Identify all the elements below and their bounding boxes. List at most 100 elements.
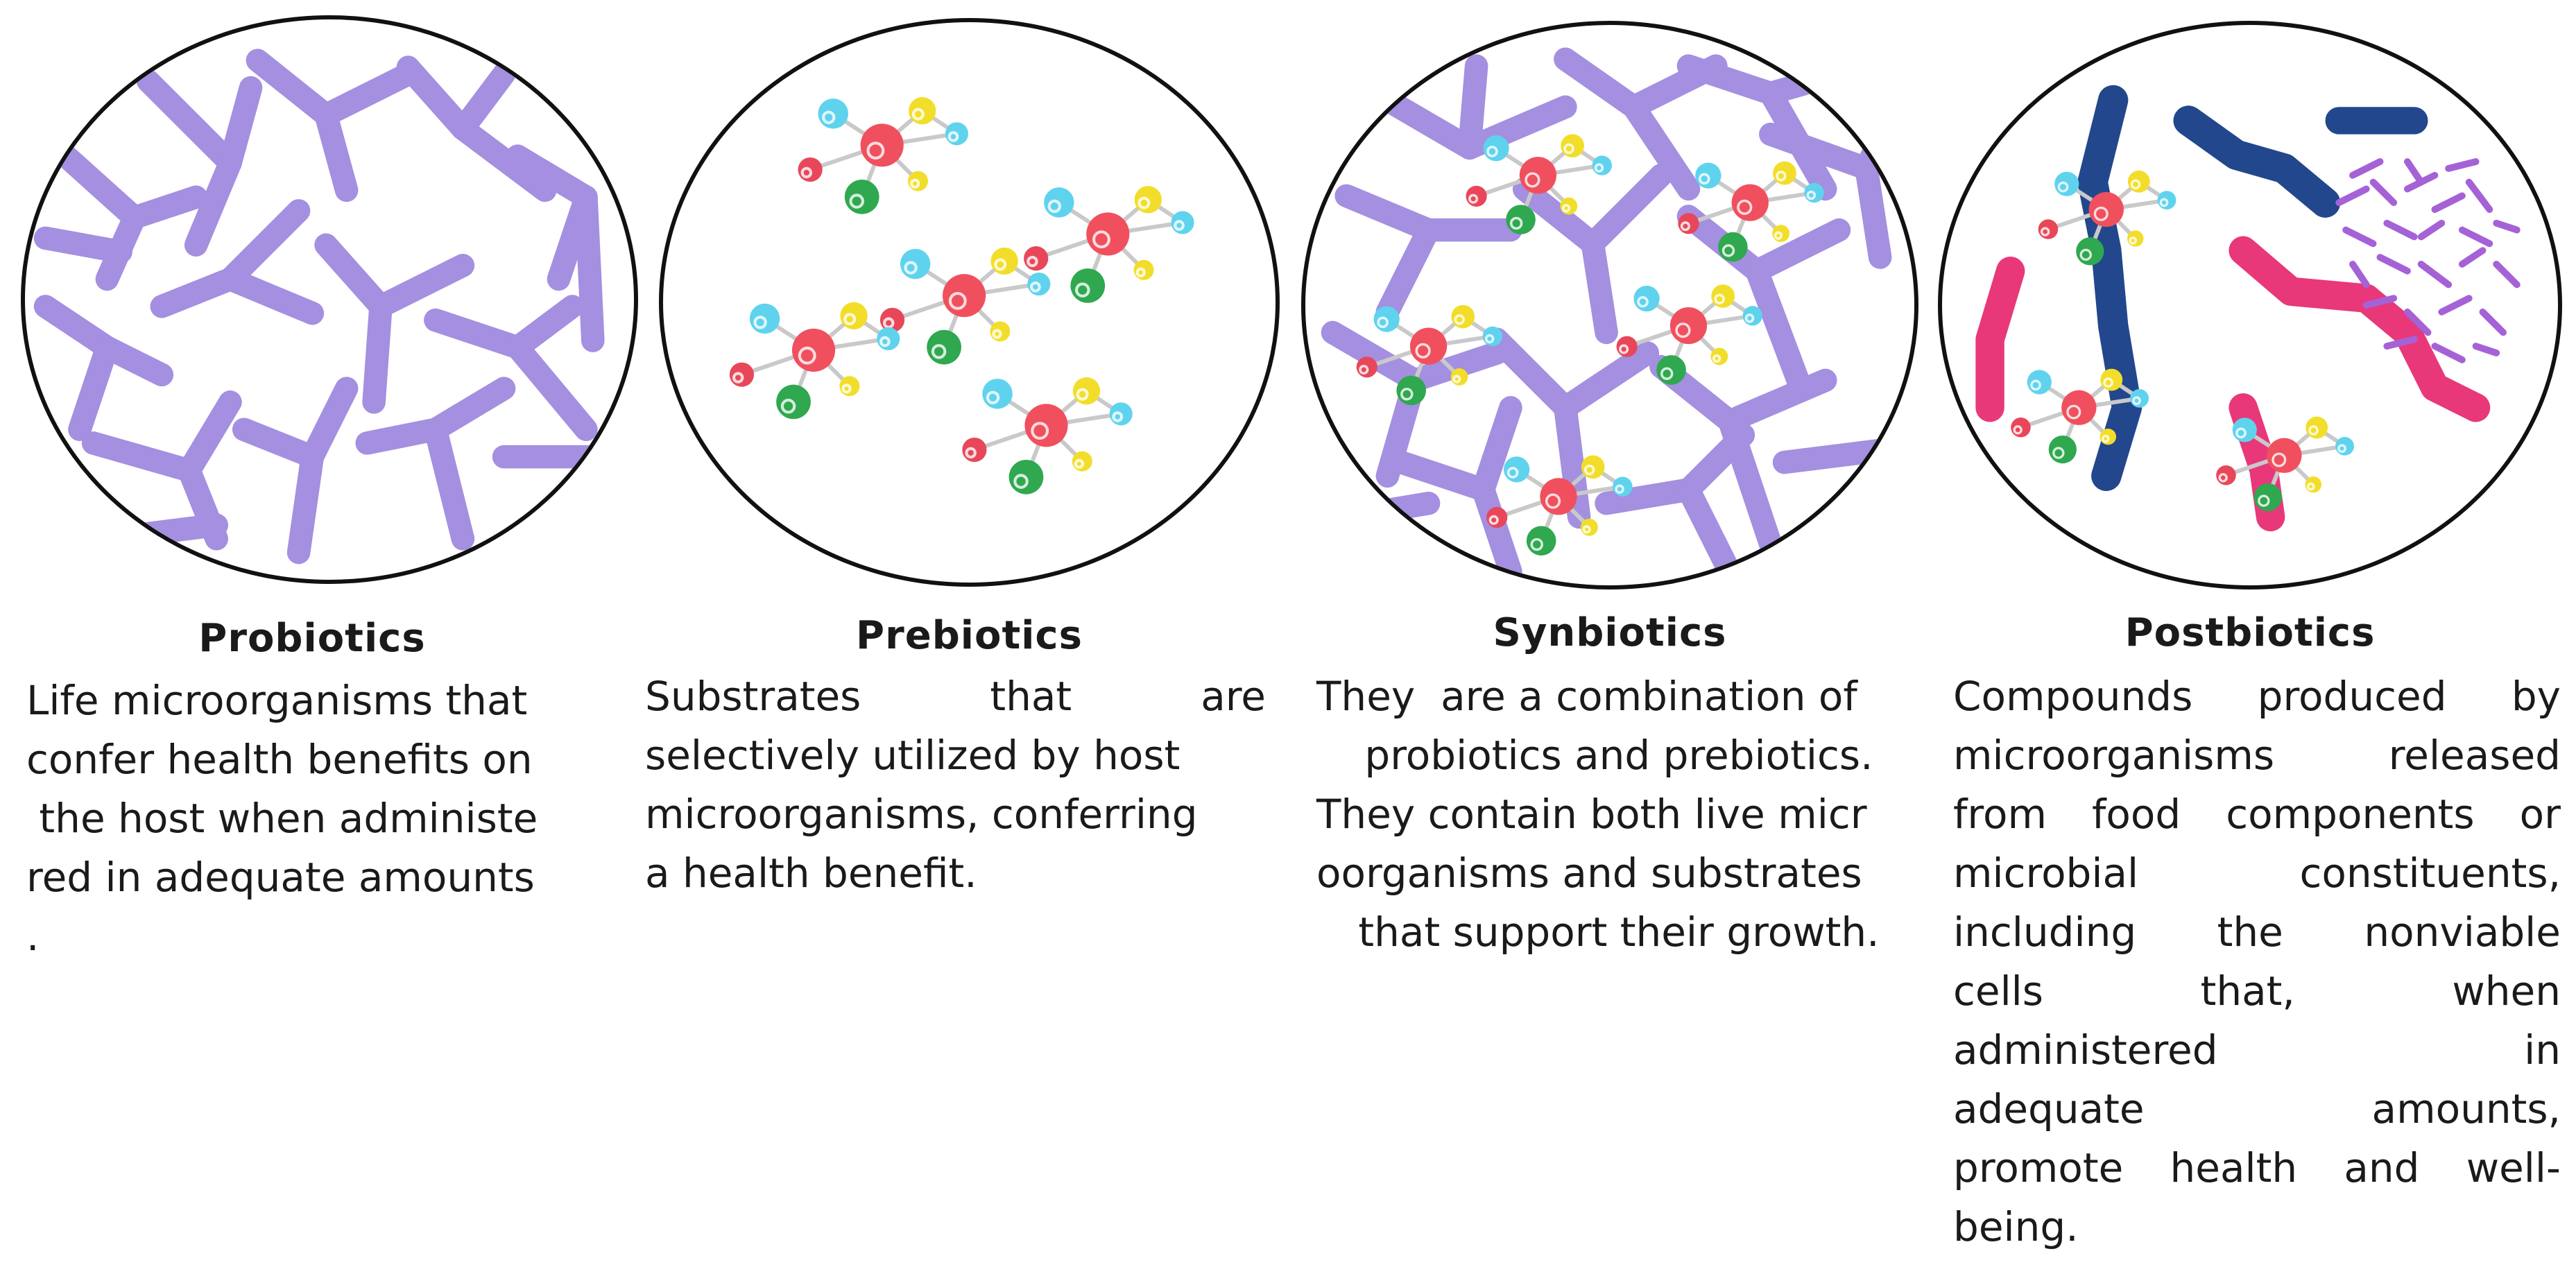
navy-bacteria-chain xyxy=(2077,85,2143,492)
atom-highlight xyxy=(1660,367,1674,380)
atom-highlight xyxy=(822,110,836,124)
atom-highlight xyxy=(1776,171,1787,182)
atom-highlight xyxy=(1013,474,1029,489)
description-word: that xyxy=(990,673,1072,720)
atom-highlight xyxy=(1076,388,1089,401)
violet-bacterium xyxy=(2458,226,2493,248)
atom-highlight xyxy=(2066,404,2081,420)
atom-highlight xyxy=(1468,193,1479,204)
y-stem xyxy=(1512,177,1605,256)
atom-highlight xyxy=(2159,198,2169,207)
y-stem xyxy=(1595,478,1701,515)
y-arm xyxy=(369,253,475,318)
atom-highlight xyxy=(986,390,1000,404)
violet-bacterium xyxy=(2383,336,2418,350)
molecule xyxy=(2011,368,2149,464)
molecule xyxy=(1024,186,1194,303)
atom-highlight xyxy=(1615,484,1624,494)
y-arm xyxy=(218,267,325,325)
atom-highlight xyxy=(800,166,813,179)
description-word: Substrates xyxy=(645,673,861,720)
description-word: constituents, xyxy=(2299,850,2561,897)
atom-highlight xyxy=(1506,467,1519,479)
atom-highlight xyxy=(1509,216,1523,230)
bacterium-rod xyxy=(95,513,228,551)
violet-bacterium xyxy=(2349,260,2370,289)
atom-highlight xyxy=(1637,295,1649,308)
description-word: well- xyxy=(2466,1144,2561,1191)
description-word: promote xyxy=(1953,1144,2124,1191)
atom-highlight xyxy=(931,344,947,359)
atom-highlight xyxy=(2030,379,2041,391)
y-stem xyxy=(396,55,475,141)
description-word: microorganisms xyxy=(1953,732,2275,779)
description-line: microbial constituents, xyxy=(1953,844,2561,903)
y-arm xyxy=(1471,396,1522,501)
description-word: when xyxy=(2452,967,2561,1015)
atom-highlight xyxy=(1074,458,1085,469)
y-stem xyxy=(1334,184,1441,242)
atom-highlight xyxy=(841,384,852,394)
navy-bacteria-chain xyxy=(2173,105,2341,218)
description-word: health xyxy=(2170,1144,2298,1191)
atom-highlight xyxy=(2132,396,2141,406)
violet-bacterium xyxy=(2369,178,2398,207)
description-word: microbial xyxy=(1953,850,2139,897)
description-word: administered xyxy=(1953,1026,2218,1074)
description-line: red in adequate amounts xyxy=(26,854,535,901)
y-stem xyxy=(1389,450,1495,501)
synbiotics-title: Synbiotics xyxy=(1493,610,1727,655)
atom-highlight xyxy=(780,398,796,414)
molecule xyxy=(1466,134,1612,234)
atom-highlight xyxy=(2306,482,2315,491)
description-line: the host when administe xyxy=(26,795,538,842)
violet-bacterium xyxy=(2431,343,2466,363)
molecule xyxy=(729,302,900,420)
atom-highlight xyxy=(1714,293,1725,304)
bacterium-y-shape xyxy=(150,199,325,325)
atom-highlight xyxy=(1563,143,1574,155)
atom-highlight xyxy=(1594,163,1604,173)
bacterium-rod xyxy=(1334,492,1441,529)
y-arm xyxy=(1554,341,1660,420)
bacterium-y-shape xyxy=(506,144,605,352)
description-word: Compounds xyxy=(1953,673,2193,720)
atom-highlight xyxy=(911,107,925,121)
atom-highlight xyxy=(1415,343,1431,359)
y-arm xyxy=(177,390,242,483)
atom-highlight xyxy=(1525,172,1540,188)
y-stem xyxy=(1554,47,1646,119)
atom-highlight xyxy=(1619,344,1629,354)
atom-highlight xyxy=(2258,494,2270,507)
bacterium-y-shape xyxy=(232,377,359,565)
violet-bacterium xyxy=(2438,295,2473,316)
atom-highlight xyxy=(1721,244,1735,257)
y-arm xyxy=(424,377,516,441)
violet-bacterium xyxy=(2404,158,2425,186)
probiotics-description: Life microorganisms that confer health b… xyxy=(26,671,602,966)
atom-highlight xyxy=(1359,364,1369,375)
violet-bacterium xyxy=(2479,308,2507,336)
atom-highlight xyxy=(2218,473,2228,483)
violet-bacterium xyxy=(2458,247,2487,268)
violet-bacteria-cluster xyxy=(2335,158,2521,363)
atom-highlight xyxy=(948,291,967,310)
probiotics-title: Probiotics xyxy=(198,616,426,661)
y-stem xyxy=(150,267,242,318)
atom-highlight xyxy=(2103,377,2113,388)
bacterium-y-shape xyxy=(1512,164,1673,345)
atom-highlight xyxy=(1047,199,1062,214)
molecule xyxy=(962,377,1133,494)
atom-highlight xyxy=(2235,427,2247,439)
atom-highlight xyxy=(2013,425,2023,435)
atom-highlight xyxy=(2079,248,2093,261)
violet-bacterium xyxy=(2465,178,2493,213)
synbiotics-circle-illustration xyxy=(1301,21,1918,589)
description-word: released xyxy=(2388,732,2561,779)
probiotics-circle-illustration xyxy=(21,15,638,584)
